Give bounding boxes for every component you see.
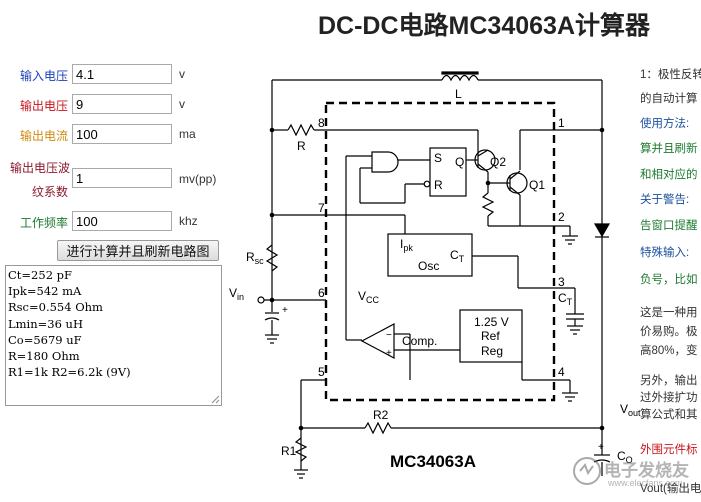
- ripple-label-line1: 输出电压波: [9, 161, 70, 175]
- ct-internal-sub: T: [459, 254, 465, 264]
- plus-sign: +: [598, 442, 604, 453]
- ct-external-main: C: [558, 291, 567, 305]
- watermark-subtext: www.elecfans.com: [608, 478, 683, 488]
- vin-label: Vin: [229, 286, 244, 302]
- output-voltage-label: 输出电压: [19, 99, 68, 113]
- input-voltage-label: 输入电压: [19, 69, 68, 83]
- ref-line3: Reg: [481, 344, 503, 358]
- pin-1-label: 1: [558, 116, 565, 130]
- output-voltage-field[interactable]: [72, 94, 172, 114]
- latch-r-label: R: [434, 178, 443, 192]
- watermark: 电子发烧友 www.elecfans.com: [572, 452, 701, 502]
- input-voltage-field[interactable]: [72, 64, 172, 84]
- frequency-field[interactable]: [72, 211, 172, 231]
- ripple-field[interactable]: [72, 168, 172, 188]
- output-current-unit: ma: [179, 127, 196, 141]
- frequency-unit: khz: [179, 214, 198, 228]
- co-main: C: [617, 449, 626, 463]
- frequency-label: 工作频率: [19, 216, 68, 230]
- result-line: Ct=252 pF: [8, 268, 73, 282]
- vout-main: V: [620, 402, 628, 416]
- page-title: DC-DC电路MC34063A计算器: [318, 12, 650, 40]
- co-label: CO: [617, 449, 633, 465]
- q2-label: Q2: [490, 155, 506, 169]
- elecfans-logo-icon: [573, 457, 601, 485]
- ref-line1: 1.25 V: [474, 315, 509, 329]
- co-sub: O: [626, 455, 633, 465]
- ct-external-label: CT: [558, 291, 573, 307]
- vin-sub: in: [237, 292, 244, 302]
- osc-label: Osc: [418, 259, 439, 273]
- ref-line2: Ref: [481, 329, 500, 343]
- ct-external-sub: T: [567, 297, 573, 307]
- pin-3-label: 3: [558, 275, 565, 289]
- pin-7-label: 7: [318, 201, 325, 215]
- ct-internal-label: CT: [450, 248, 465, 264]
- resistor-r-label: R: [297, 139, 306, 153]
- vin-main: V: [229, 286, 237, 300]
- pin-6-label: 6: [318, 286, 325, 300]
- vcc-label: VCC: [358, 289, 380, 305]
- plus-sign: +: [282, 305, 288, 316]
- ripple-unit: mv(pp): [179, 172, 217, 186]
- input-voltage-unit: v: [179, 67, 185, 81]
- r2-label: R2: [373, 408, 389, 422]
- rsc-sub: sc: [255, 256, 265, 266]
- latch-s-label: S: [434, 151, 442, 165]
- rsc-label: Rsc: [246, 250, 264, 266]
- output-current-field[interactable]: [72, 124, 172, 144]
- result-line: Lmin=36 uH: [8, 316, 83, 331]
- ct-internal-main: C: [450, 248, 459, 262]
- q1-label: Q1: [529, 178, 545, 192]
- ipk-sub: pk: [403, 243, 413, 253]
- result-line: R1=1k R2=6.2k (9V): [8, 365, 131, 380]
- vcc-main: V: [358, 289, 366, 303]
- vout-label: Vout: [620, 402, 641, 418]
- result-line: Co=5679 uF: [8, 332, 82, 347]
- comparator-label: Comp.: [402, 334, 437, 348]
- output-current-label: 输出电流: [19, 129, 68, 143]
- result-line: R=180 Ohm: [8, 349, 80, 364]
- pin-2-label: 2: [558, 210, 565, 224]
- vcc-sub: CC: [366, 295, 379, 305]
- output-voltage-unit: v: [179, 97, 185, 111]
- ripple-label-line2: 纹系数: [31, 185, 68, 199]
- chip-name-label: MC34063A: [390, 452, 476, 471]
- r1-label: R1: [281, 444, 297, 458]
- resize-grip-icon[interactable]: [211, 395, 220, 404]
- comparator-plus: +: [386, 348, 392, 359]
- pin-4-label: 4: [558, 365, 565, 379]
- inductor-label: L: [455, 87, 462, 101]
- rsc-main: R: [246, 250, 255, 264]
- result-line: Rsc=0.554 Ohm: [8, 300, 103, 315]
- pin-5-label: 5: [318, 365, 325, 379]
- comparator-minus: −: [386, 330, 392, 341]
- calculate-button[interactable]: 进行计算并且刷新电路图: [57, 240, 219, 261]
- pin-8-label: 8: [318, 116, 325, 130]
- ipk-main: I: [400, 237, 403, 251]
- watermark-text: 电子发烧友: [604, 461, 689, 480]
- results-textarea[interactable]: Ct=252 pF Ipk=542 mA Rsc=0.554 Ohm Lmin=…: [5, 265, 222, 406]
- latch-q-label: Q: [455, 155, 464, 169]
- result-line: Ipk=542 mA: [8, 284, 82, 299]
- vout-sub: out: [628, 408, 641, 418]
- ipk-label: Ipk: [400, 237, 413, 253]
